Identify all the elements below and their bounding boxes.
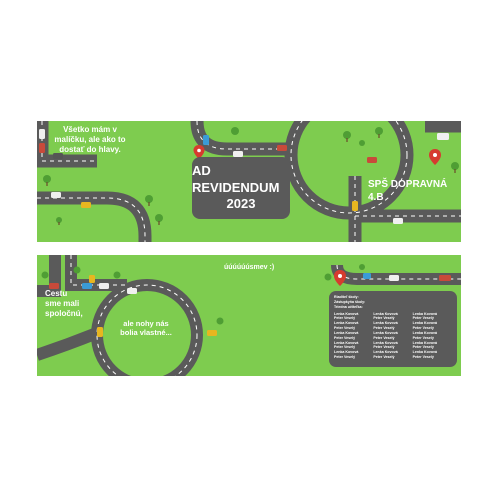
- names-column-3: Lenka Kovová Peter Veselý Lenka Kovová P…: [413, 312, 452, 360]
- staff-list: Riaditeľ školy: Zástupkyňa školy: Triedn…: [334, 295, 452, 310]
- student-name: Peter Veselý: [334, 316, 356, 321]
- title-box: AD REVIDENDUM 2023: [192, 157, 290, 219]
- student-name: Lenka Kovová: [334, 330, 359, 335]
- student-name: Lenka Kovová: [373, 311, 398, 316]
- student-name: Lenka Kovová: [373, 340, 398, 345]
- student-name: Peter Veselý: [412, 345, 434, 350]
- student-name: Lenka Kovová: [334, 350, 359, 355]
- school-name: SPŠ DOPRAVNÁ: [368, 179, 448, 190]
- trees-bottom: [41, 264, 365, 325]
- student-name: Peter Veselý: [412, 316, 434, 321]
- map-pin-bottom: [334, 270, 346, 286]
- student-name: Peter Veselý: [334, 335, 356, 340]
- student-name: Lenka Kovová: [412, 340, 438, 345]
- student-names: Lenka Kovová Peter Veselý Lenka Kovová P…: [334, 312, 452, 360]
- student-name: Peter Veselý: [412, 326, 434, 331]
- title-year: 2023: [226, 196, 256, 212]
- title-line1: AD REVIDENDUM: [192, 162, 280, 195]
- student-name: Lenka Kovová: [373, 321, 398, 326]
- student-name: Lenka Kovová: [334, 321, 359, 326]
- names-panel: Riaditeľ školy: Zástupkyňa školy: Triedn…: [329, 291, 457, 367]
- road-left-exit: [37, 327, 100, 361]
- names-column-1: Lenka Kovová Peter Veselý Lenka Kovová P…: [334, 312, 373, 360]
- student-name: Peter Veselý: [373, 345, 395, 350]
- student-name: Peter Veselý: [373, 326, 395, 331]
- road-top-middle: [190, 121, 287, 156]
- student-name: Peter Veselý: [373, 335, 395, 340]
- student-name: Lenka Kovová: [412, 330, 438, 335]
- student-name: Peter Veselý: [412, 355, 434, 360]
- student-name: Peter Veselý: [334, 355, 356, 360]
- student-name: Peter Veselý: [412, 335, 434, 340]
- staff-heading: Riaditeľ školy:: [334, 295, 359, 299]
- trees: [43, 127, 459, 225]
- cars-bottom: [49, 273, 451, 337]
- student-name: Lenka Kovová: [334, 311, 359, 316]
- map-pins: [193, 145, 441, 165]
- student-name: Lenka Kovová: [412, 321, 438, 326]
- top-card: Všetko mám v malíčku, ale ako to dostať …: [37, 121, 461, 242]
- class-name: 4.B: [368, 191, 384, 203]
- student-name: Peter Veselý: [373, 316, 395, 321]
- staff-heading: Zástupkyňa školy:: [334, 299, 366, 304]
- school-label: SPŠ DOPRAVNÁ 4.B: [368, 179, 447, 204]
- student-name: Lenka Kovová: [373, 330, 398, 335]
- bottom-road-scene: [37, 255, 461, 376]
- top-road-scene: [37, 121, 461, 242]
- bottom-quote-center: ale nohy nás bolia vlastné...: [120, 319, 172, 338]
- bottom-card: Cestu sme mali spoločnú, ale nohy nás bo…: [37, 255, 461, 376]
- road-top-left-bottom: [37, 255, 61, 297]
- staff-heading: Triedna učiteľka:: [334, 304, 363, 309]
- top-quote: Všetko mám v malíčku, ale ako to dostať …: [54, 125, 126, 154]
- student-name: Lenka Kovová: [412, 311, 438, 316]
- student-name: Peter Veselý: [373, 355, 395, 360]
- student-name: Peter Veselý: [334, 345, 356, 350]
- student-name: Peter Veselý: [334, 326, 356, 331]
- smile-text: úúúúúúsmev :): [224, 264, 275, 271]
- student-name: Lenka Kovová: [334, 340, 359, 345]
- cars: [39, 129, 449, 224]
- student-name: Lenka Kovová: [412, 350, 438, 355]
- names-column-2: Lenka Kovová Peter Veselý Lenka Kovová P…: [373, 312, 412, 360]
- bottom-quote-left: Cestu sme mali spoločnú,: [45, 289, 83, 318]
- student-name: Lenka Kovová: [373, 350, 398, 355]
